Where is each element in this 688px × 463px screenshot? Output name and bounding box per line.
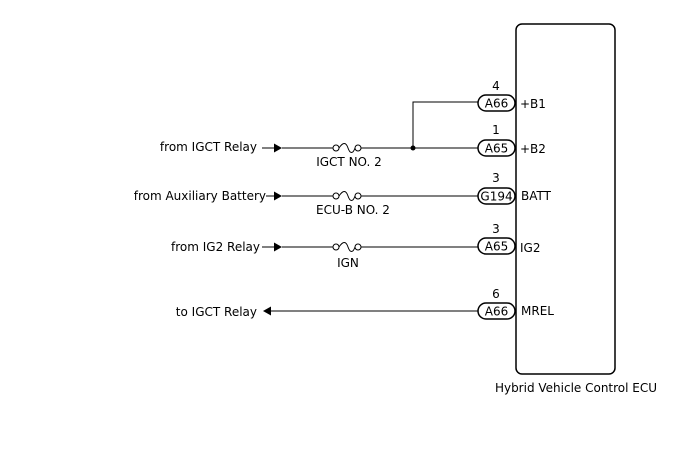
terminal-label: MREL xyxy=(521,304,554,318)
circuit-ig2: from IG2 Relay IGN A65 3 IG2 xyxy=(171,222,540,270)
circuit-b1: A66 4 +B1 xyxy=(410,79,546,151)
fuse-icon xyxy=(332,191,362,201)
connector-label: A66 xyxy=(485,305,508,319)
arrow-in-icon xyxy=(274,143,282,153)
fuse-icon xyxy=(332,143,362,153)
fuse-label: ECU-B NO. 2 xyxy=(316,203,390,217)
connector-badge xyxy=(477,302,516,320)
connector-label: A65 xyxy=(485,142,508,156)
pin-number: 3 xyxy=(492,222,500,236)
terminal-label: +B2 xyxy=(520,142,546,156)
source-label: to IGCT Relay xyxy=(176,305,257,319)
circuit-mrel: to IGCT Relay A66 6 MREL xyxy=(176,287,554,320)
fuse-label: IGCT NO. 2 xyxy=(316,155,382,169)
ecu-box xyxy=(515,23,616,375)
connector-badge xyxy=(477,139,516,157)
source-label: from IGCT Relay xyxy=(160,140,257,154)
ecu-name: Hybrid Vehicle Control ECU xyxy=(495,381,657,395)
terminal-label: IG2 xyxy=(520,241,540,255)
pin-number: 6 xyxy=(492,287,500,301)
arrow-in-icon xyxy=(274,191,282,201)
terminal-label: BATT xyxy=(521,189,552,203)
circuit-batt: from Auxiliary Battery ECU-B NO. 2 G194 … xyxy=(134,171,552,217)
connector-label: G194 xyxy=(480,190,512,204)
terminal-label: +B1 xyxy=(520,97,546,111)
fuse-icon xyxy=(332,242,362,252)
circuit-b2: from IGCT Relay IGCT NO. 2 A65 1 +B2 xyxy=(160,123,546,169)
source-label: from IG2 Relay xyxy=(171,240,260,254)
connector-label: A65 xyxy=(485,240,508,254)
connector-badge xyxy=(477,237,516,255)
source-label: from Auxiliary Battery xyxy=(134,189,266,203)
connector-badge xyxy=(477,94,516,112)
connector-label: A66 xyxy=(485,97,508,111)
pin-number: 1 xyxy=(492,123,500,137)
arrow-in-icon xyxy=(274,242,282,252)
fuse-label: IGN xyxy=(337,256,359,270)
arrow-out-icon xyxy=(263,306,271,316)
connector-badge xyxy=(477,187,516,205)
pin-number: 4 xyxy=(492,79,500,93)
pin-number: 3 xyxy=(492,171,500,185)
